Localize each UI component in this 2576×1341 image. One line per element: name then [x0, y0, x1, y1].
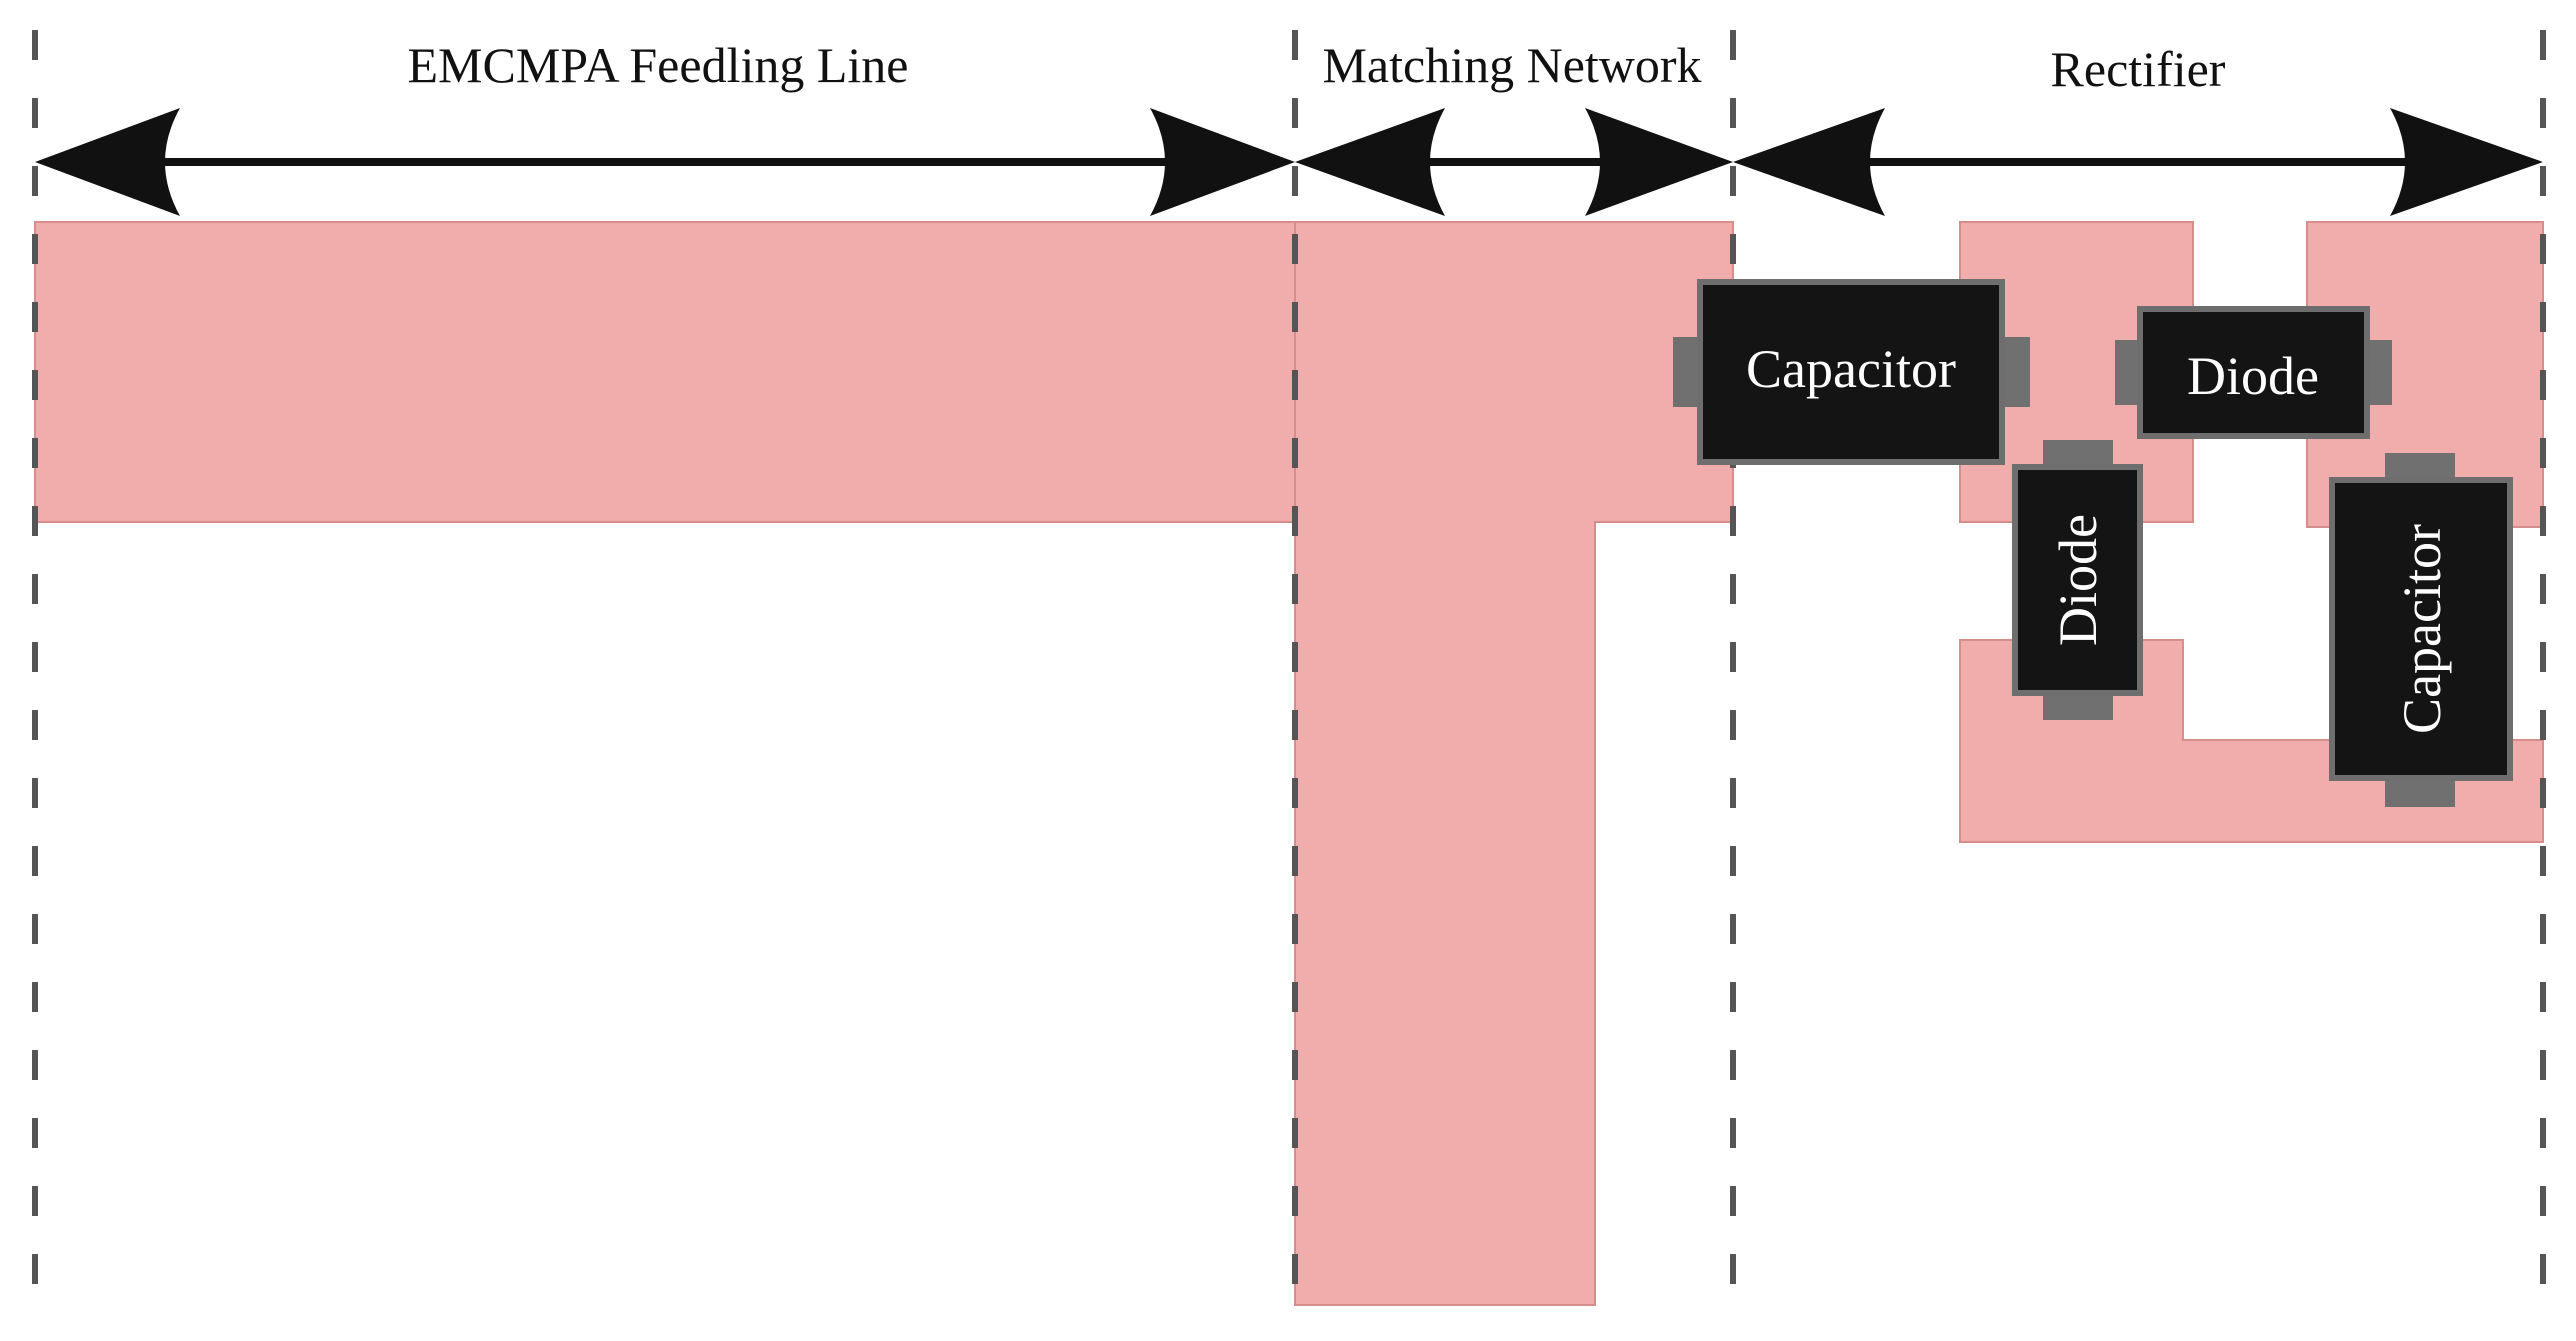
capacitor-series-component: Capacitor — [1673, 279, 2030, 465]
diode-series-label: Diode — [2187, 346, 2319, 406]
matching-network-label: Matching Network — [1322, 37, 1701, 93]
arrow-head-left-icon — [35, 108, 180, 216]
capacitor-body — [2329, 477, 2513, 781]
feeding-line-label: EMCMPA Feedling Line — [408, 37, 909, 93]
diode-body — [2012, 464, 2143, 696]
feeding-line-trace — [34, 221, 1296, 523]
rectifier-label: Rectifier — [2051, 41, 2226, 97]
diode-body — [2137, 306, 2370, 439]
section-labels: EMCMPA Feedling Line Matching Network Re… — [408, 37, 2226, 97]
capacitor-output-label: Capacitor — [2392, 524, 2452, 734]
diode-shunt-component: Diode — [2012, 440, 2143, 720]
arrow-head-right-icon — [2390, 108, 2543, 216]
dimension-arrows — [35, 108, 2543, 216]
arrow-head-right-icon — [1150, 108, 1295, 216]
diode-shunt-label: Diode — [2048, 514, 2108, 646]
diode-series-component: Diode — [2115, 306, 2392, 439]
arrow-head-left-icon — [1295, 108, 1445, 216]
capacitor-output-component: Capacitor — [2329, 453, 2513, 807]
arrow-head-right-icon — [1585, 108, 1733, 216]
matching-network-stub-trace — [1294, 221, 1734, 1306]
arrow-head-left-icon — [1733, 108, 1885, 216]
capacitor-body — [1697, 279, 2005, 465]
capacitor-series-label: Capacitor — [1746, 339, 1956, 399]
section-dividers — [32, 30, 2546, 1320]
